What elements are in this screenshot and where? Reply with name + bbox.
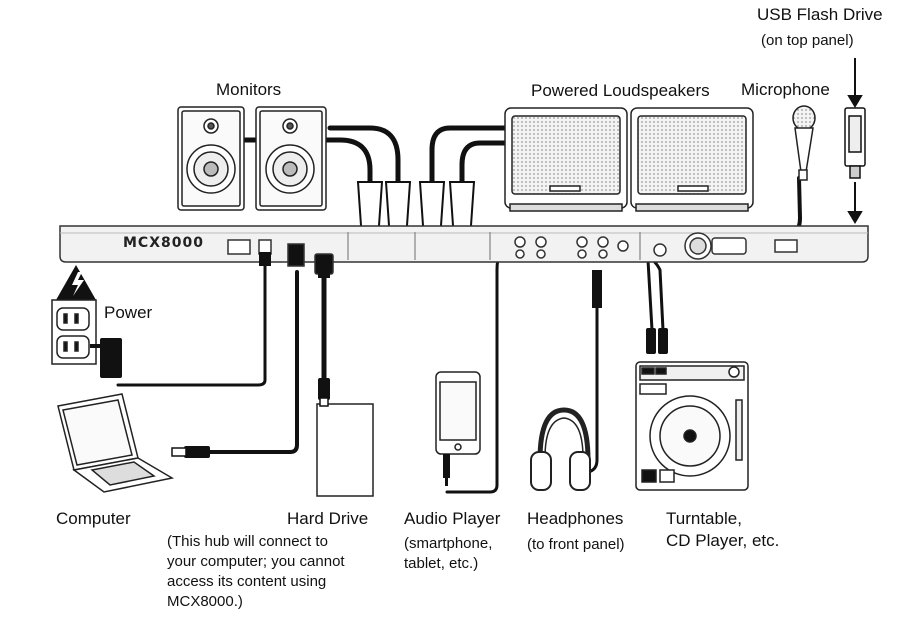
usb-flash-drive-label: USB Flash Drive <box>757 5 883 24</box>
loudspeaker-right <box>630 107 754 212</box>
power-cable <box>116 260 267 387</box>
monitor-cable-left <box>237 137 373 185</box>
audio-player-note-line-2: tablet, etc.) <box>404 555 479 572</box>
outlet-icon <box>51 299 97 365</box>
hard-drive-note-line-4: MCX8000.) <box>167 593 243 610</box>
arrow-down-icon <box>847 58 863 224</box>
computer-usb-cable <box>208 270 299 454</box>
microphone-label: Microphone <box>741 80 830 99</box>
loudspeaker-left <box>504 107 628 212</box>
harddrive-usb-plug <box>318 378 330 407</box>
headphones-label: Headphones <box>527 509 624 528</box>
laptop-icon <box>57 393 175 493</box>
usb-flash-drive-icon <box>844 107 866 179</box>
warning-icon <box>56 265 96 300</box>
microphone-icon <box>792 105 816 181</box>
headphones-icon <box>530 407 591 491</box>
power-adapter <box>90 338 122 378</box>
audio-player-plug <box>443 454 450 486</box>
monitor-left <box>177 106 245 211</box>
audio-player-label: Audio Player <box>404 509 501 528</box>
turntable-label-line-2: CD Player, etc. <box>666 531 780 550</box>
power-label: Power <box>104 303 153 322</box>
hard-drive-note-line-2: your computer; you cannot <box>167 553 345 570</box>
speaker-cable-left <box>429 125 508 185</box>
mcx8000-logo: MCX8000 <box>123 235 204 251</box>
hard-drive-note-line-3: access its content using <box>167 573 327 590</box>
turntable-rca-plugs <box>646 328 668 354</box>
hard-drive-icon <box>316 403 374 497</box>
turntable-icon <box>635 361 749 491</box>
speaker-cable-right <box>459 140 508 185</box>
headphones-note: (to front panel) <box>527 536 625 553</box>
smartphone-icon <box>435 371 481 455</box>
monitors-label: Monitors <box>216 80 282 99</box>
monitor-cable-right <box>327 125 401 185</box>
hard-drive-note-line-1: (This hub will connect to <box>167 533 328 550</box>
usb-flash-drive-note: (on top panel) <box>761 32 854 49</box>
powered-loudspeakers-label: Powered Loudspeakers <box>531 81 710 100</box>
audio-player-note-line-1: (smartphone, <box>404 535 493 552</box>
monitor-right <box>255 106 327 211</box>
computer-label: Computer <box>56 509 131 528</box>
hard-drive-label: Hard Drive <box>287 509 369 528</box>
turntable-label-line-1: Turntable, <box>666 509 742 528</box>
computer-usb-plug <box>171 446 210 458</box>
rear-panel-plugs <box>259 252 602 308</box>
